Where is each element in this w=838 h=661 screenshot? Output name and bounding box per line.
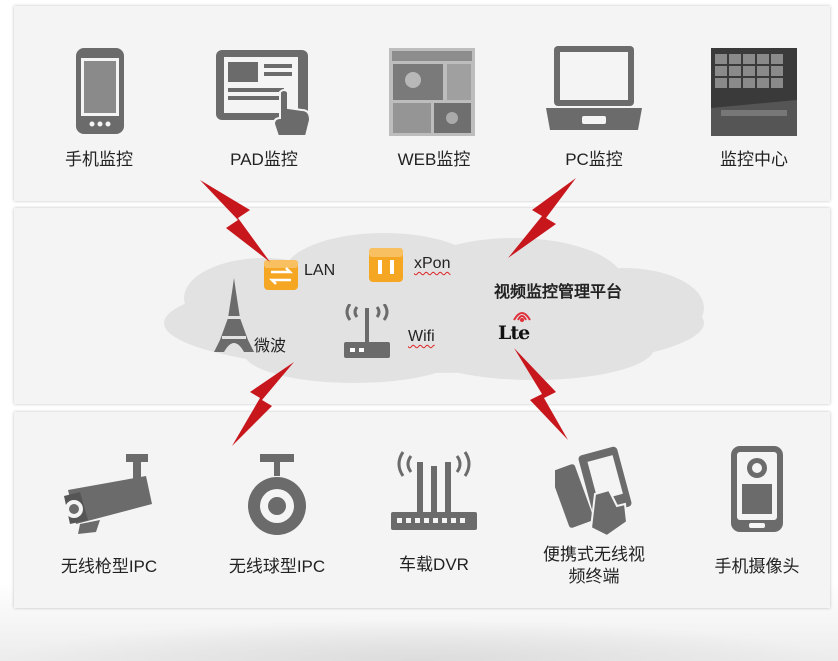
portable-terminal-item[interactable]: 便携式无线视 频终端 bbox=[529, 412, 659, 602]
phone-camera-item[interactable]: 手机摄像头 bbox=[702, 412, 812, 602]
mobile-monitoring-item[interactable]: 手机监控 bbox=[54, 6, 144, 196]
vehicle-dvr-label: 车载DVR bbox=[399, 555, 469, 574]
wifi-label: Wifi bbox=[408, 328, 435, 345]
dome-ipc-label: 无线球型IPC bbox=[228, 557, 326, 576]
lte-logo: Lte bbox=[498, 308, 542, 348]
xpon-device-icon bbox=[369, 248, 403, 282]
xpon-label: xPon bbox=[414, 255, 451, 272]
microwave-tower-icon bbox=[214, 278, 254, 352]
web-monitoring-label: WEB监控 bbox=[397, 150, 471, 169]
network-cloud-icon bbox=[164, 233, 704, 383]
pad-monitoring-item[interactable]: PAD监控 bbox=[209, 6, 319, 196]
laptop-icon bbox=[546, 46, 642, 130]
lan-switch-icon bbox=[264, 260, 298, 290]
network-panel: LAN xPon 视频监控管理平台 微波 Wifi Lte bbox=[14, 208, 830, 404]
portable-terminal-icon bbox=[555, 446, 632, 538]
dome-camera-icon bbox=[248, 454, 306, 535]
router-antenna-icon bbox=[391, 451, 477, 530]
platform-title: 视频监控管理平台 bbox=[494, 284, 623, 301]
lte-logo-text: Lte bbox=[498, 322, 530, 344]
wifi-router-icon bbox=[344, 304, 390, 358]
lan-label: LAN bbox=[304, 262, 336, 279]
bullet-ipc-item[interactable]: 无线枪型IPC bbox=[44, 412, 174, 602]
pad-monitoring-label: PAD监控 bbox=[230, 150, 298, 169]
dome-ipc-item[interactable]: 无线球型IPC bbox=[212, 412, 342, 602]
bullet-ipc-label: 无线枪型IPC bbox=[60, 557, 158, 576]
bottom-shadow bbox=[0, 620, 838, 661]
bullet-camera-icon bbox=[64, 454, 152, 534]
monitoring-center-item[interactable]: 监控中心 bbox=[699, 6, 809, 196]
tablet-touch-icon bbox=[216, 50, 312, 137]
microwave-label: 微波 bbox=[254, 338, 287, 355]
vehicle-dvr-item[interactable]: 车载DVR bbox=[379, 412, 489, 602]
monitoring-center-label: 监控中心 bbox=[720, 150, 788, 169]
web-monitoring-item[interactable]: WEB监控 bbox=[379, 6, 489, 196]
portable-terminal-label-line1: 便携式无线视 bbox=[543, 545, 645, 564]
mobile-phone-icon bbox=[76, 48, 124, 134]
mobile-monitoring-label: 手机监控 bbox=[65, 150, 133, 169]
phone-camera-icon bbox=[731, 446, 783, 532]
phone-camera-label: 手机摄像头 bbox=[714, 557, 800, 576]
terminal-panel: 手机监控 PAD监控 WEB监控 bbox=[14, 6, 830, 201]
portable-terminal-label-line2: 频终端 bbox=[568, 567, 620, 586]
device-panel: 无线枪型IPC 无线球型IPC 车载DVR bbox=[14, 412, 830, 608]
monitoring-center-photo-icon bbox=[711, 48, 797, 136]
pc-monitoring-label: PC监控 bbox=[565, 150, 623, 169]
web-screenshot-icon bbox=[389, 48, 475, 136]
pc-monitoring-item[interactable]: PC监控 bbox=[534, 6, 654, 196]
lte-signal-icon bbox=[513, 312, 531, 322]
